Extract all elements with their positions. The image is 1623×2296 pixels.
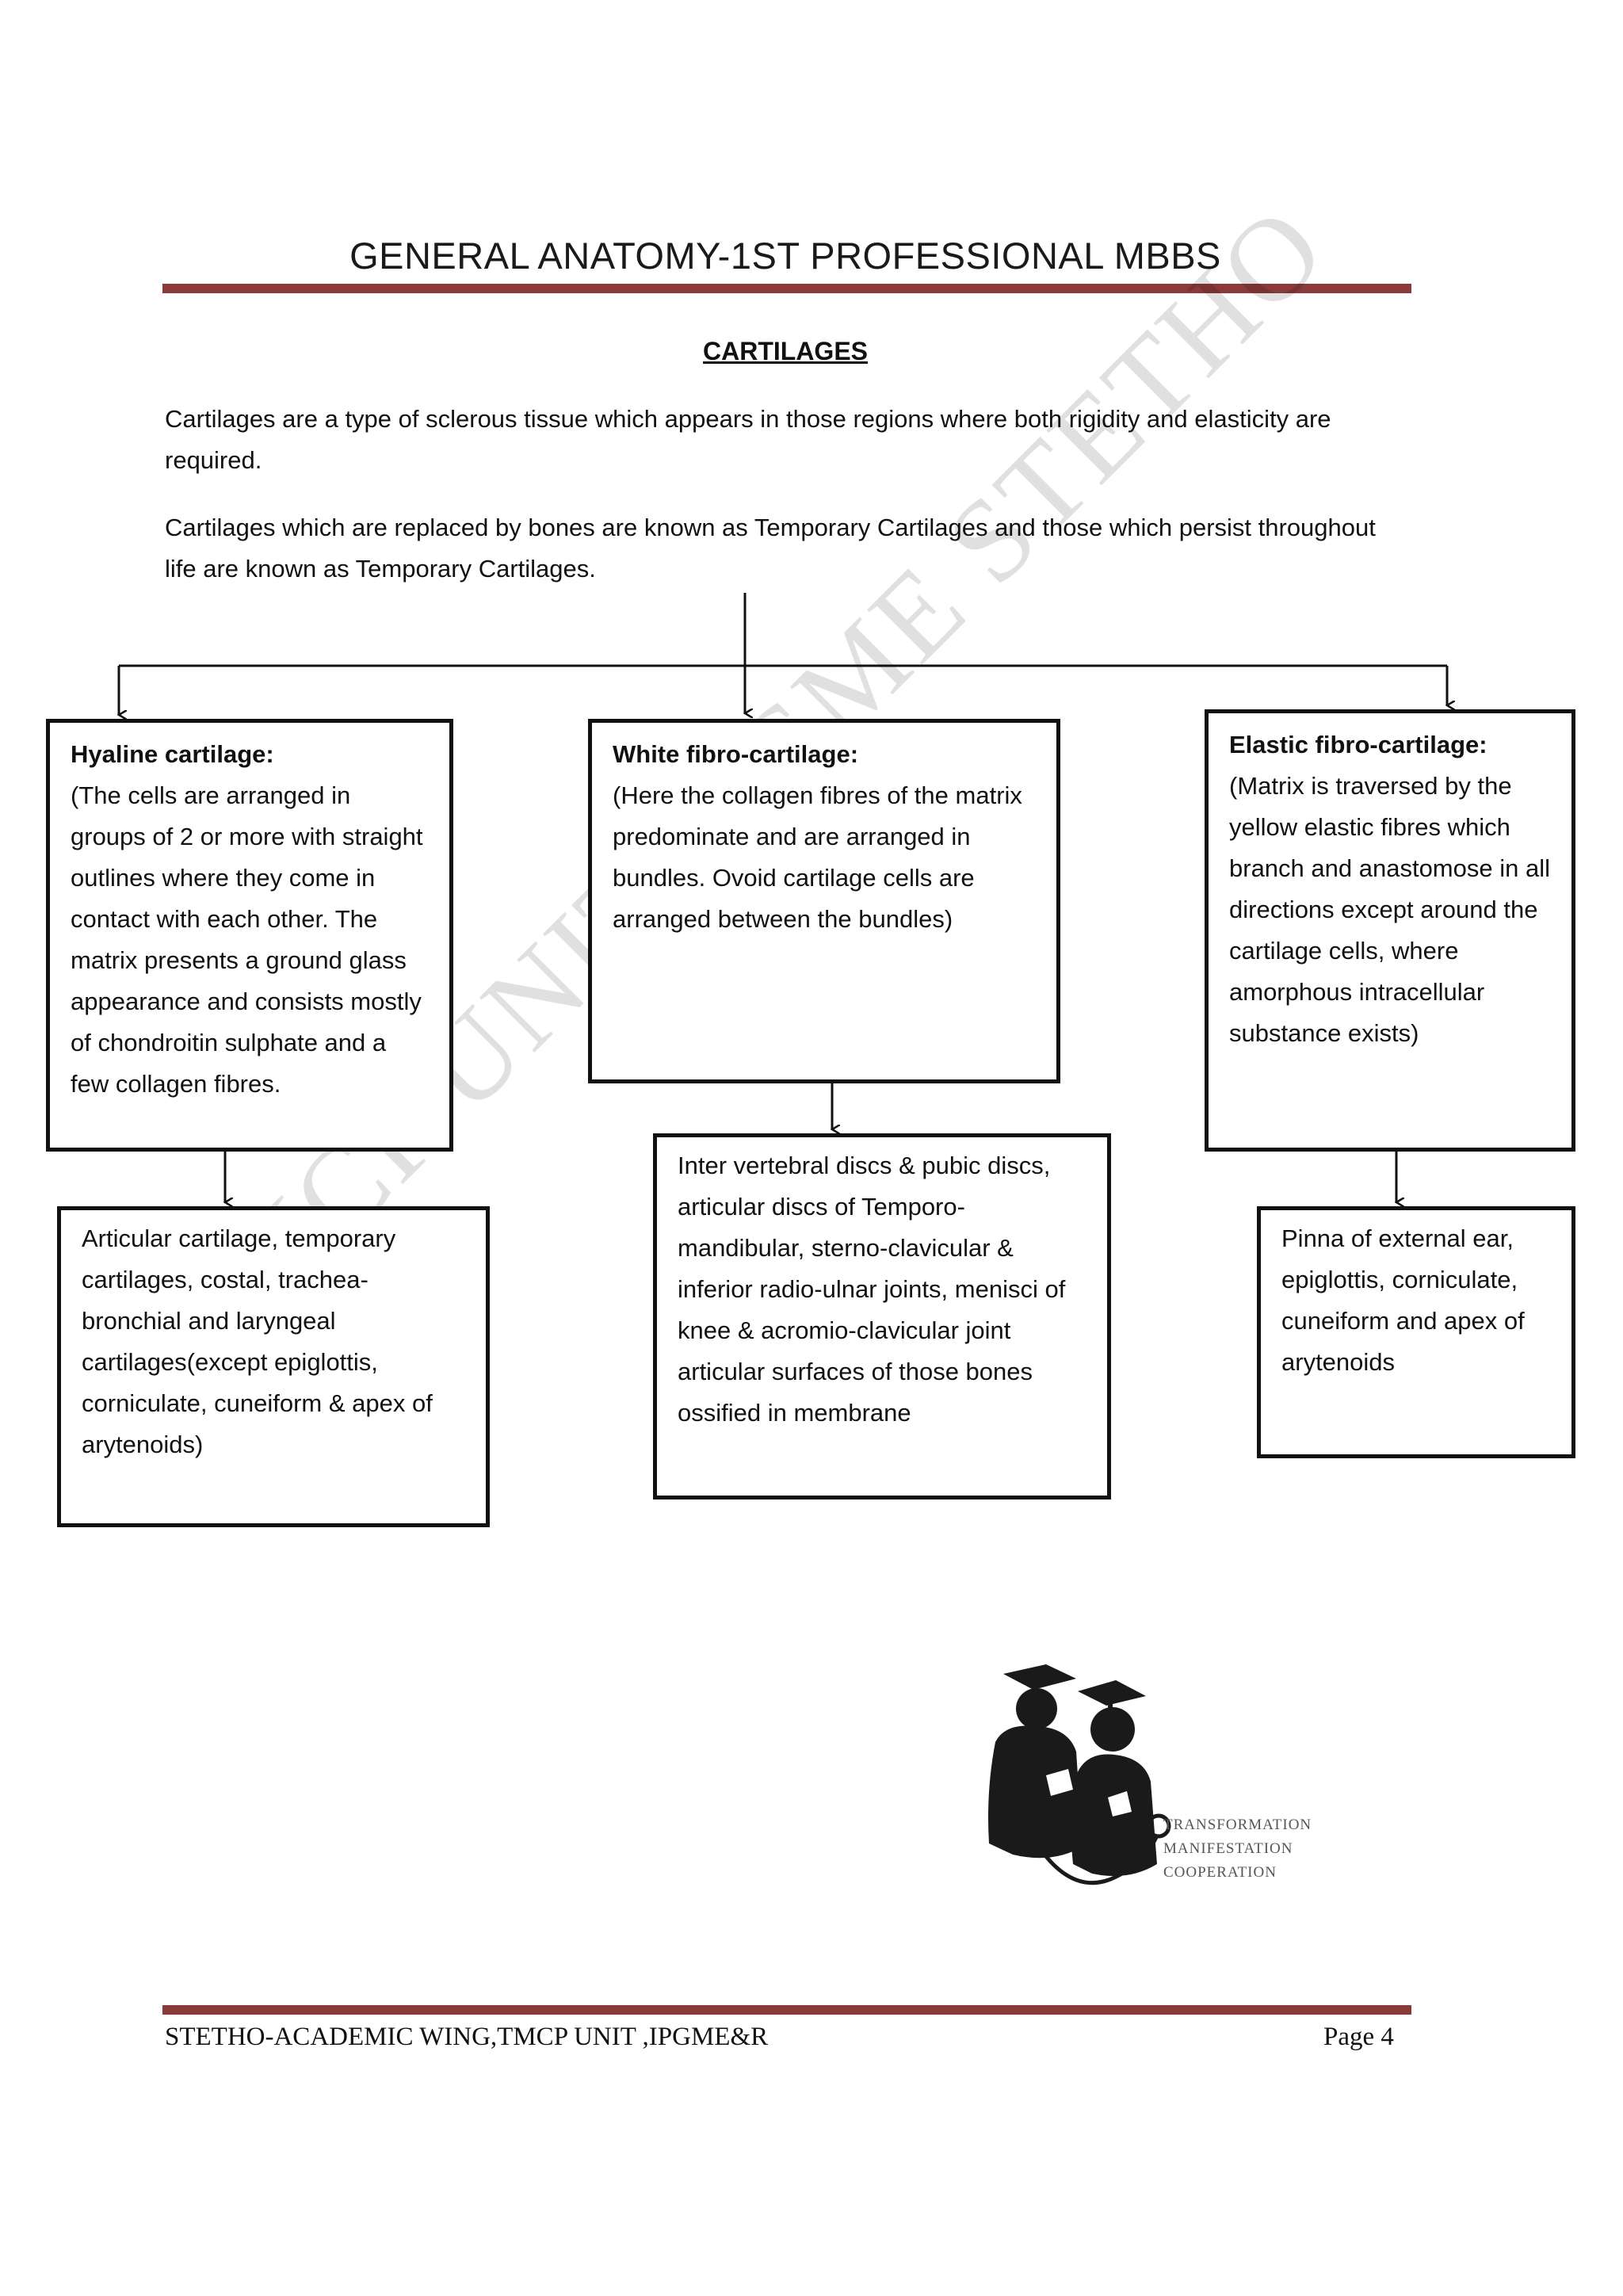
logo-line-3: COOPERATION bbox=[1163, 1864, 1277, 1881]
footer-institution: STETHO-ACADEMIC WING,TMCP UNIT ,IPGME&R bbox=[165, 2023, 769, 2051]
elastic-fibro-examples-box: Pinna of external ear, epiglottis, corni… bbox=[1257, 1206, 1575, 1458]
intro-paragraph-1: Cartilages are a type of sclerous tissue… bbox=[165, 405, 1331, 474]
hyaline-examples-box: Articular cartilage, temporary cartilage… bbox=[57, 1206, 490, 1527]
hyaline-cartilage-title: Hyaline cartilage: bbox=[71, 740, 274, 768]
white-fibro-cartilage-box: White fibro-cartilage: (Here the collage… bbox=[588, 719, 1060, 1083]
elastic-fibro-cartilage-title: Elastic fibro-cartilage: bbox=[1229, 731, 1487, 758]
logo-caption: TRANSFORMATION MANIFESTATION COOPERATION bbox=[1163, 1813, 1312, 1885]
graduates-stethoscope-icon bbox=[988, 1664, 1171, 1885]
white-fibro-cartilage-title: White fibro-cartilage: bbox=[613, 740, 859, 768]
white-fibro-examples-box: Inter vertebral discs & pubic discs, art… bbox=[653, 1133, 1111, 1499]
elastic-fibro-cartilage-box: Elastic fibro-cartilage: (Matrix is trav… bbox=[1205, 709, 1575, 1152]
logo-line-1: TRANSFORMATION bbox=[1163, 1817, 1312, 1833]
header-rule bbox=[162, 284, 1411, 293]
hyaline-cartilage-description: (The cells are arranged in groups of 2 o… bbox=[71, 781, 423, 1098]
elastic-fibro-cartilage-description: (Matrix is traversed by the yellow elast… bbox=[1229, 772, 1550, 1047]
hyaline-cartilage-box: Hyaline cartilage: (The cells are arrang… bbox=[46, 719, 453, 1152]
hyaline-examples-text: Articular cartilage, temporary cartilage… bbox=[82, 1224, 433, 1458]
white-fibro-examples-text: Inter vertebral discs & pubic discs, art… bbox=[678, 1152, 1066, 1427]
logo-line-2: MANIFESTATION bbox=[1163, 1840, 1293, 1857]
footer-rule bbox=[162, 2005, 1411, 2015]
white-fibro-cartilage-description: (Here the collagen fibres of the matrix … bbox=[613, 781, 1022, 933]
footer-page-number: Page 4 bbox=[1323, 2023, 1394, 2051]
elastic-fibro-examples-text: Pinna of external ear, epiglottis, corni… bbox=[1281, 1224, 1525, 1376]
intro-paragraph-2: Cartilages which are replaced by bones a… bbox=[165, 514, 1376, 583]
section-title: CARTILAGES bbox=[703, 337, 868, 365]
page-header-title: GENERAL ANATOMY-1ST PROFESSIONAL MBBS bbox=[349, 235, 1221, 277]
